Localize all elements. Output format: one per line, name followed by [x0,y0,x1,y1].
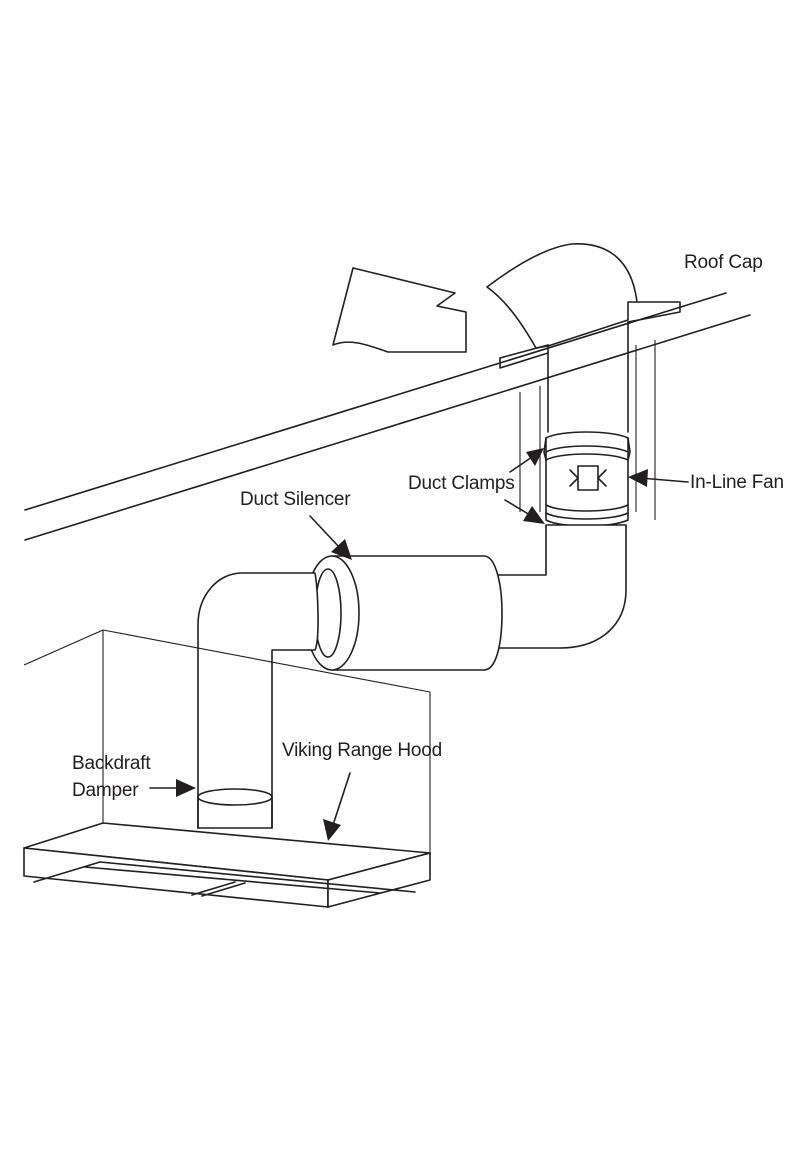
hood-enclosure [23,629,431,858]
label-duct-clamps: Duct Clamps [408,473,515,494]
label-viking-range-hood: Viking Range Hood [282,740,442,761]
range-hood [23,822,431,908]
label-roof-cap: Roof Cap [684,252,763,273]
leaders [149,448,689,841]
roof [24,292,751,541]
label-in-line-fan: In-Line Fan [690,472,784,493]
label-damper: Damper [72,780,139,801]
label-duct-silencer: Duct Silencer [240,489,351,510]
backdraft-damper [197,788,273,829]
duct-silencer [304,555,503,671]
label-backdraft: Backdraft [72,753,151,774]
duct-elbow-upper [497,524,627,649]
airflow-arrow-icon [332,267,467,353]
roof-cap [486,243,681,433]
in-line-fan [543,431,631,527]
